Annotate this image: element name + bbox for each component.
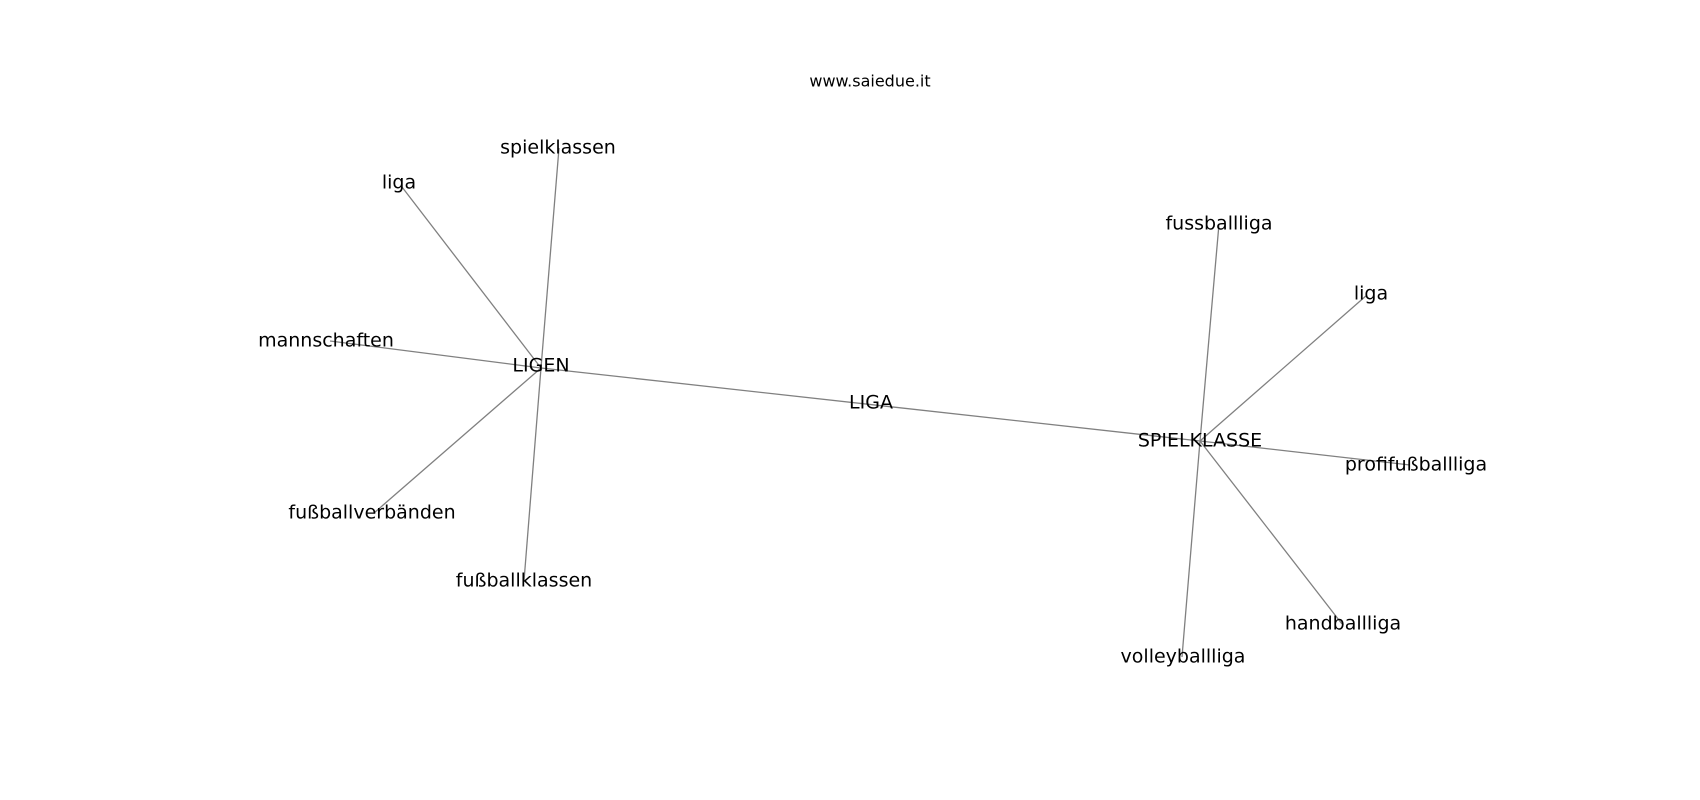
watermark-text: www.saiedue.it bbox=[809, 72, 930, 91]
center-node-label: LIGA bbox=[849, 392, 893, 414]
graph-edge bbox=[1199, 294, 1368, 442]
leaf-node-label: spielklassen bbox=[500, 137, 616, 159]
graph-edge bbox=[1199, 223, 1220, 442]
graph-edge bbox=[540, 367, 1201, 442]
leaf-node-label: liga bbox=[382, 172, 416, 194]
hub-node-label-spielklasse: SPIELKLASSE bbox=[1138, 430, 1262, 452]
graph-edge bbox=[401, 186, 542, 369]
graph-edge bbox=[373, 367, 542, 514]
labels-layer: LIGA LIGEN SPIELKLASSE spielklassen liga… bbox=[258, 137, 1487, 668]
leaf-node-label: fussballliga bbox=[1165, 213, 1272, 235]
leaf-node-label: fußballverbänden bbox=[288, 502, 455, 524]
graph-edge bbox=[1199, 440, 1343, 625]
graph-edge bbox=[1181, 440, 1201, 658]
hub-node-label-ligen: LIGEN bbox=[512, 355, 569, 377]
graph-edge bbox=[1199, 440, 1411, 466]
graph-edge bbox=[523, 367, 542, 582]
leaf-node-label: fußballklassen bbox=[456, 570, 592, 592]
leaf-node-label: handballliga bbox=[1285, 613, 1401, 635]
leaf-node-label: liga bbox=[1354, 283, 1388, 305]
edges-layer bbox=[329, 147, 1411, 658]
leaf-node-label: volleyballliga bbox=[1121, 646, 1246, 668]
leaf-node-label: mannschaften bbox=[258, 330, 394, 352]
graph-edge bbox=[329, 340, 542, 369]
leaf-node-label: profifußballliga bbox=[1345, 454, 1487, 476]
graph-edge bbox=[540, 147, 560, 369]
